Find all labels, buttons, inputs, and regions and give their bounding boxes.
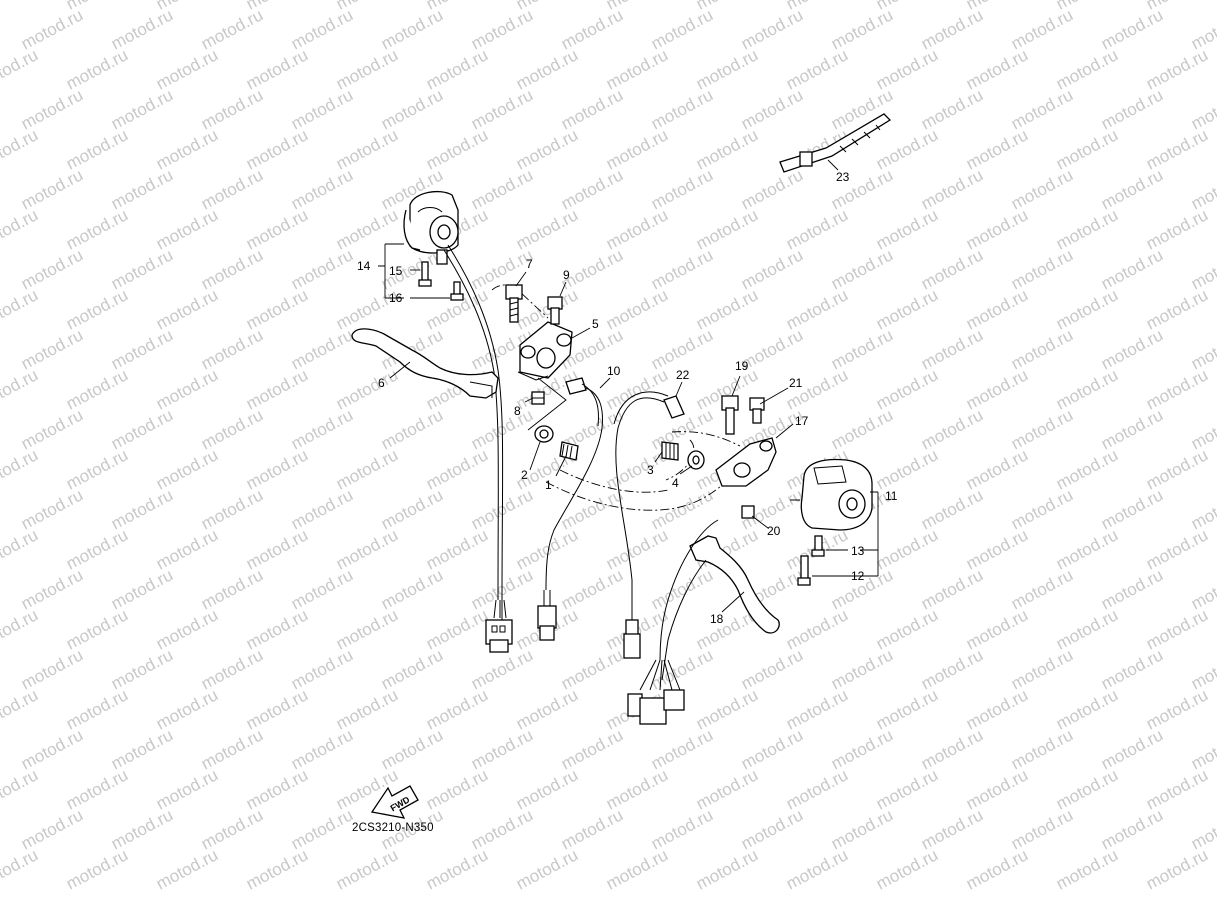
screw-16 (450, 281, 464, 301)
callout-10: 10 (607, 364, 621, 378)
callout-12: 12 (851, 569, 865, 583)
bolt-7 (505, 284, 523, 323)
callout-7: 7 (526, 257, 533, 271)
left-switch-wire (447, 244, 504, 620)
screw-12 (797, 555, 811, 586)
callout-2: 2 (521, 468, 528, 482)
callout-23: 23 (836, 170, 850, 184)
callout-labels: 1 2 3 4 5 6 7 8 9 10 11 12 13 14 15 16 1… (357, 170, 898, 626)
callout-13: 13 (851, 544, 865, 558)
callout-15: 15 (389, 264, 403, 278)
callout-4: 4 (672, 476, 679, 490)
leader-lines (378, 159, 879, 613)
diagram-code: 2CS3210-N350 (352, 822, 434, 834)
bolt-9 (547, 296, 563, 325)
callout-8: 8 (514, 404, 521, 418)
adjuster-1 (559, 441, 579, 461)
lever-holder-bracket (517, 321, 573, 381)
left-handlebar-switch (403, 191, 459, 265)
callout-17: 17 (795, 414, 809, 428)
cable-tie (779, 113, 892, 173)
callout-16: 16 (389, 291, 403, 305)
callout-3: 3 (647, 463, 654, 477)
callout-18: 18 (710, 612, 724, 626)
nut-8 (531, 391, 545, 405)
brake-switch (613, 391, 685, 659)
callout-6: 6 (378, 376, 385, 390)
bolt-19 (721, 395, 739, 435)
bolt-21 (749, 397, 765, 424)
callout-1: 1 (545, 478, 552, 492)
nut-20 (741, 505, 755, 519)
left-switch-connector (485, 599, 513, 653)
callout-22: 22 (676, 368, 690, 382)
clutch-lever (351, 328, 499, 399)
brake-lever (689, 535, 780, 634)
callout-20: 20 (767, 524, 781, 538)
right-switch-connector (627, 659, 685, 725)
callout-11: 11 (885, 489, 898, 503)
callout-9: 9 (563, 268, 570, 282)
washer-2 (534, 425, 554, 443)
callout-19: 19 (735, 359, 749, 373)
washer-4 (687, 450, 705, 470)
adjuster-3 (661, 441, 679, 461)
callout-5: 5 (592, 317, 599, 331)
screw-13 (811, 535, 825, 557)
screw-15 (418, 261, 432, 287)
callout-21: 21 (789, 376, 803, 390)
lever-holder-bracket-right (715, 437, 777, 487)
callout-14: 14 (357, 259, 371, 273)
fwd-arrow-icon: FWD (370, 785, 419, 819)
clutch-switch (537, 377, 603, 641)
right-handlebar-switch (790, 458, 873, 531)
